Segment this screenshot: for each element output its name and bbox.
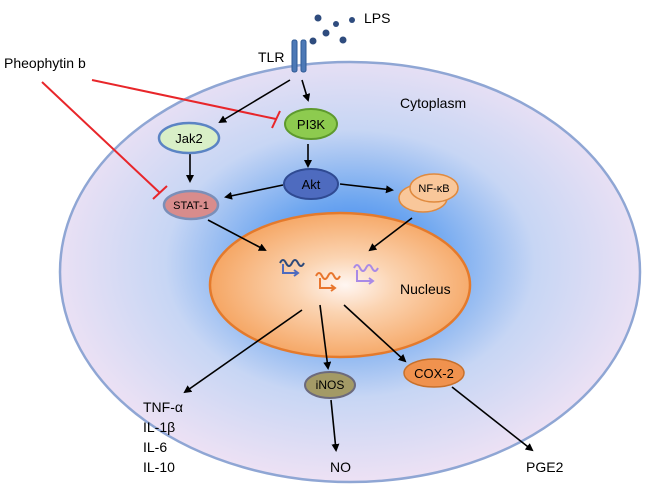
cox2-node: COX-2 [403, 358, 465, 388]
lps-particles [309, 14, 355, 45]
akt-node: Akt [283, 168, 339, 200]
cytokine-list: TNF-α IL-1β IL-6 IL-10 [143, 399, 183, 475]
pi3k-label: PI3K [297, 117, 326, 132]
no-label: NO [330, 459, 351, 475]
activation-arrows [183, 79, 534, 452]
gene-icon-1 [279, 259, 305, 277]
jak2-node: Jak2 [157, 121, 221, 155]
stat1-node: STAT-1 [162, 189, 220, 221]
lps-label: LPS [364, 10, 390, 26]
nfkb-label: NF-κB [418, 183, 449, 195]
gene-icon-3 [353, 264, 379, 285]
gene-icon-2 [315, 272, 341, 292]
nucleus-label: Nucleus [400, 281, 451, 297]
inhibition-lines [41, 79, 281, 200]
cytokine-item: IL-10 [143, 459, 175, 475]
pge2-label: PGE2 [526, 459, 564, 475]
inos-label: iNOS [316, 378, 345, 392]
jak2-label: Jak2 [175, 131, 202, 146]
cytokine-item: TNF-α [143, 399, 183, 415]
nucleus [208, 211, 472, 359]
pi3k-node: PI3K [284, 108, 338, 140]
nfkb-node: NF-κB [398, 173, 459, 213]
cytoplasm-label: Cytoplasm [400, 95, 466, 111]
tlr-label: TLR [258, 49, 284, 65]
inhibitor-label: Pheophytin b [4, 55, 86, 71]
inos-node: iNOS [304, 371, 356, 399]
stat1-label: STAT-1 [173, 200, 209, 212]
cytokine-item: IL-6 [143, 439, 167, 455]
tlr-receptor [291, 39, 307, 73]
akt-label: Akt [302, 177, 321, 192]
cytokine-item: IL-1β [143, 419, 175, 435]
cox2-label: COX-2 [414, 366, 454, 381]
